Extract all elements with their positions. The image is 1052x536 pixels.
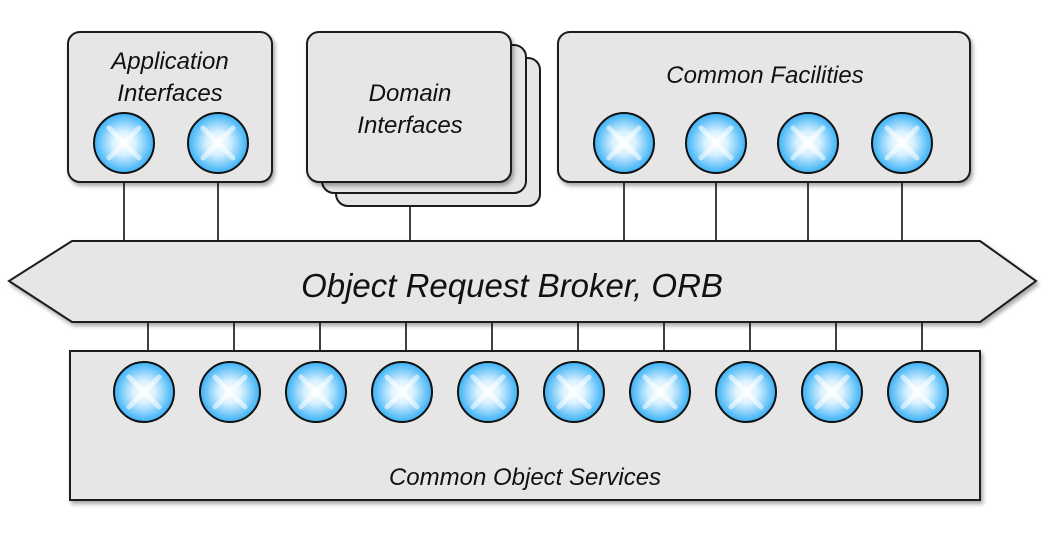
object-service-node-5 xyxy=(457,361,519,423)
orb-band: Object Request Broker, ORB xyxy=(7,240,1038,323)
common-facility-node-2 xyxy=(685,112,747,174)
common-facilities-label: Common Facilities xyxy=(666,62,863,89)
domain-interfaces-label-line2: Interfaces xyxy=(357,112,462,139)
object-service-node-9 xyxy=(801,361,863,423)
application-interfaces-label-line1: Application xyxy=(109,48,228,75)
object-service-node-7 xyxy=(629,361,691,423)
object-service-node-4 xyxy=(371,361,433,423)
application-interface-node-1 xyxy=(93,112,155,174)
common-facility-node-3 xyxy=(777,112,839,174)
object-service-node-1 xyxy=(113,361,175,423)
object-service-node-10 xyxy=(887,361,949,423)
application-interfaces-label-line2: Interfaces xyxy=(117,80,222,107)
object-service-node-3 xyxy=(285,361,347,423)
domain-interfaces-front-card xyxy=(306,31,512,183)
common-facility-node-4 xyxy=(871,112,933,174)
application-interface-node-2 xyxy=(187,112,249,174)
common-object-services-label: Common Object Services xyxy=(389,464,661,491)
common-facilities-box: Common Facilities xyxy=(557,31,971,183)
domain-interfaces-label-line1: Domain xyxy=(369,80,452,107)
orb-label: Object Request Broker, ORB xyxy=(301,267,723,304)
object-service-node-6 xyxy=(543,361,605,423)
object-service-node-8 xyxy=(715,361,777,423)
domain-interfaces-stack: Domain Interfaces xyxy=(306,31,541,207)
interface-nodes xyxy=(93,112,949,423)
common-facility-node-1 xyxy=(593,112,655,174)
object-service-node-2 xyxy=(199,361,261,423)
